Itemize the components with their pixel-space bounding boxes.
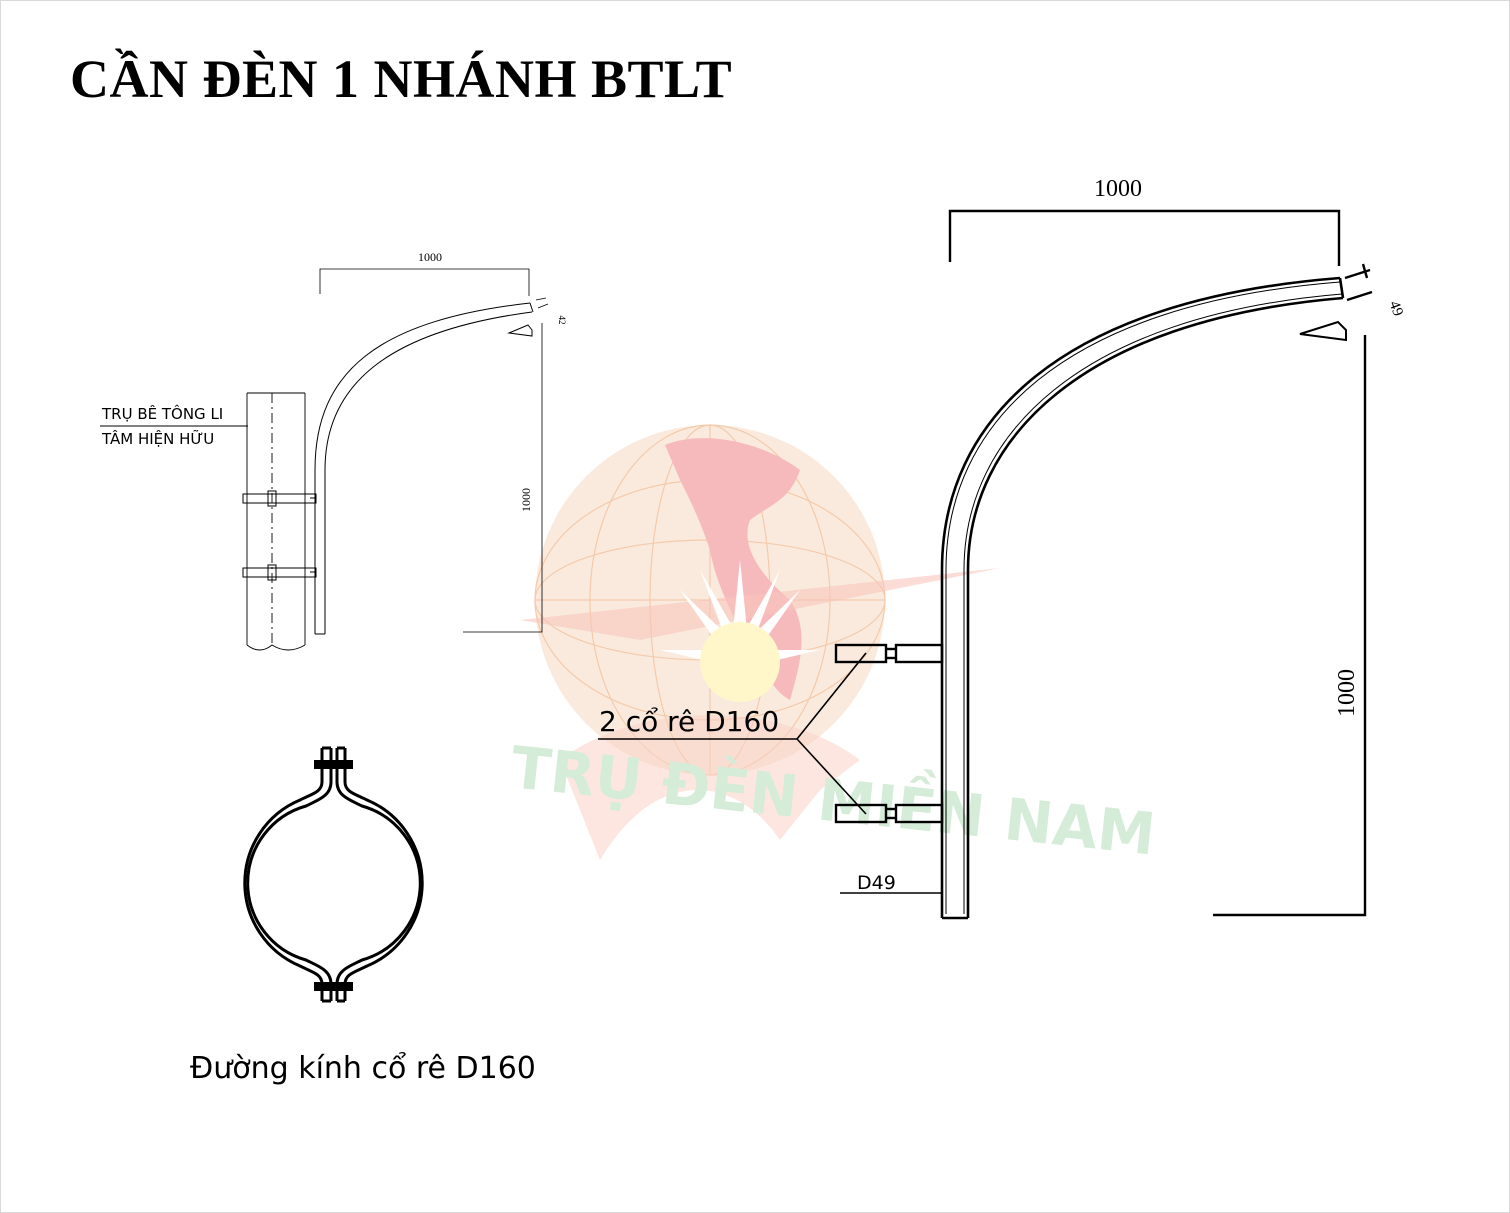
- clamp-bolt-top: [314, 760, 353, 769]
- small-dim-angle: 42: [557, 316, 567, 325]
- small-side-view: 1000 1000 42 TRỤ BÊ TÔNG LI TÂM HIỆN HỮU: [100, 250, 567, 651]
- small-dim-vertical: 1000: [519, 488, 533, 512]
- large-dim-horizontal: 1000: [1094, 176, 1142, 202]
- clamp-caption: Đường kính cổ rê D160: [190, 1050, 536, 1086]
- small-dim-horizontal: 1000: [418, 250, 442, 264]
- clamp-leader-lines: [598, 652, 867, 815]
- page-title: CẦN ĐÈN 1 NHÁNH BTLT: [70, 49, 733, 109]
- large-clamp-upper: [834, 643, 944, 664]
- small-dimension-lines: [319, 268, 549, 633]
- small-pole-straps: [242, 490, 317, 581]
- watermark-sun: [700, 622, 780, 702]
- large-dim-vertical: 1000: [1334, 669, 1360, 717]
- pole-label-line1: TRỤ BÊ TÔNG LI: [101, 404, 223, 423]
- pipe-label: D49: [857, 872, 896, 894]
- small-lamp-head: [507, 324, 533, 337]
- watermark-swoosh-bottom: [560, 715, 860, 860]
- large-dimension-lines: [948, 209, 1373, 917]
- large-lamp-head: [1299, 320, 1347, 342]
- clamp-detail: [243, 746, 424, 1003]
- large-clamp-lower: [834, 803, 944, 824]
- small-pole: [246, 392, 306, 651]
- large-arm: [940, 276, 1345, 920]
- pole-label-line2: TÂM HIỆN HỮU: [101, 429, 214, 448]
- large-dim-angle: 49: [1386, 299, 1406, 319]
- watermark-logo: TRỤ ĐÈN MIỀN NAM: [508, 424, 1160, 869]
- clamp-label: 2 cổ rê D160: [599, 705, 779, 738]
- clamp-bolt-bottom: [314, 982, 353, 991]
- large-side-view: 1000 1000 49 2 cổ rê D160 D49: [598, 176, 1406, 920]
- watermark-swoosh-top: [520, 568, 1000, 640]
- small-arm: [310, 302, 534, 635]
